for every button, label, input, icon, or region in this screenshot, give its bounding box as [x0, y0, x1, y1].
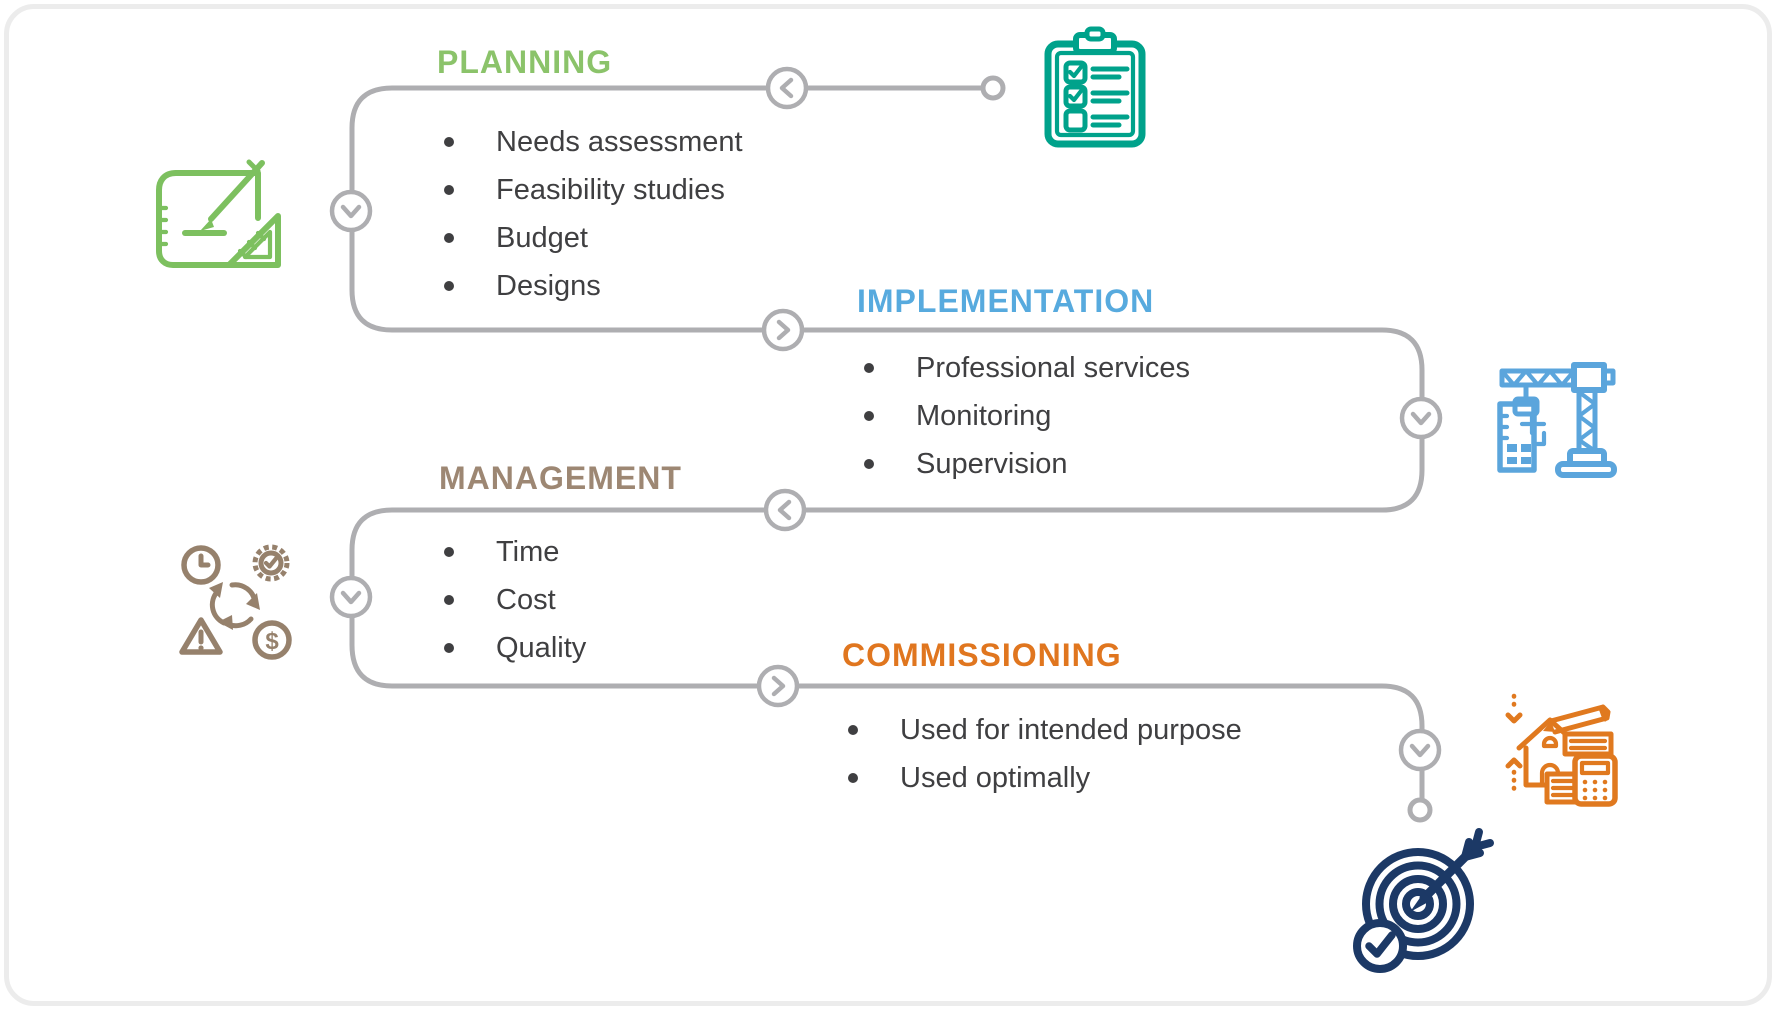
chevron-down-marker	[329, 189, 373, 233]
bullet-dot	[444, 595, 454, 605]
list-item-label: Supervision	[916, 447, 1068, 480]
list-item: Supervision	[864, 440, 1190, 488]
chevron-right-marker	[756, 664, 800, 708]
list-item-label: Feasibility studies	[496, 173, 725, 206]
bullet-dot	[444, 281, 454, 291]
list-item-label: Professional services	[916, 351, 1190, 384]
bullet-dot	[848, 725, 858, 735]
chevron-right-marker	[761, 308, 805, 352]
section-title-implementation: IMPLEMENTATION	[857, 283, 1155, 319]
chevron-left-marker	[763, 488, 807, 532]
management-cluster-icon: $	[179, 544, 292, 660]
section-title-planning: PLANNING	[437, 44, 613, 80]
management-list: Time Cost Quality	[444, 528, 586, 672]
list-item-label: Quality	[496, 631, 587, 664]
list-item: Time	[444, 528, 586, 576]
list-item: Quality	[444, 624, 586, 672]
implementation-list: Professional services Monitoring Supervi…	[864, 344, 1190, 488]
list-item: Cost	[444, 576, 586, 624]
bullet-dot	[864, 411, 874, 421]
chevron-down-marker	[1399, 396, 1443, 440]
list-item-label: Needs assessment	[496, 125, 743, 158]
commissioning-list: Used for intended purpose Used optimally	[848, 706, 1242, 802]
list-item: Needs assessment	[444, 118, 743, 166]
bullet-dot	[864, 459, 874, 469]
crane-icon	[1497, 362, 1617, 478]
bullet-dot	[864, 363, 874, 373]
svg-text:$: $	[265, 628, 279, 655]
calculator-keys	[1582, 779, 1608, 801]
house-estimate-icon	[1505, 693, 1618, 807]
list-item: Designs	[444, 262, 743, 310]
list-item: Feasibility studies	[444, 166, 743, 214]
checklist-clipboard-icon	[1044, 26, 1146, 148]
list-item: Used for intended purpose	[848, 706, 1242, 754]
section-title-management: MANAGEMENT	[439, 460, 682, 496]
list-item-label: Designs	[496, 269, 601, 302]
list-item: Used optimally	[848, 754, 1242, 802]
list-item: Monitoring	[864, 392, 1190, 440]
bullet-dot	[444, 185, 454, 195]
list-item-label: Used optimally	[900, 761, 1091, 794]
list-item-label: Used for intended purpose	[900, 713, 1242, 746]
list-item-label: Cost	[496, 583, 556, 616]
chevron-down-marker	[329, 575, 373, 619]
bullet-dot	[444, 643, 454, 653]
bullet-dot	[444, 137, 454, 147]
list-item-label: Monitoring	[916, 399, 1052, 432]
list-item-label: Time	[496, 535, 560, 568]
blueprint-icon	[156, 159, 281, 268]
target-dart-icon	[1353, 828, 1494, 973]
list-item-label: Budget	[496, 221, 588, 254]
bullet-dot	[444, 233, 454, 243]
chevron-left-marker	[765, 66, 809, 110]
bullet-dot	[848, 773, 858, 783]
section-title-commissioning: COMMISSIONING	[842, 637, 1122, 673]
planning-list: Needs assessment Feasibility studies Bud…	[444, 118, 743, 310]
serpentine-connector	[349, 85, 1425, 800]
ring-endpoint-bottom	[1407, 797, 1433, 823]
list-item: Budget	[444, 214, 743, 262]
chevron-down-marker	[1398, 728, 1442, 772]
list-item: Professional services	[864, 344, 1190, 392]
ring-endpoint-top	[980, 75, 1006, 101]
bullet-dot	[444, 547, 454, 557]
